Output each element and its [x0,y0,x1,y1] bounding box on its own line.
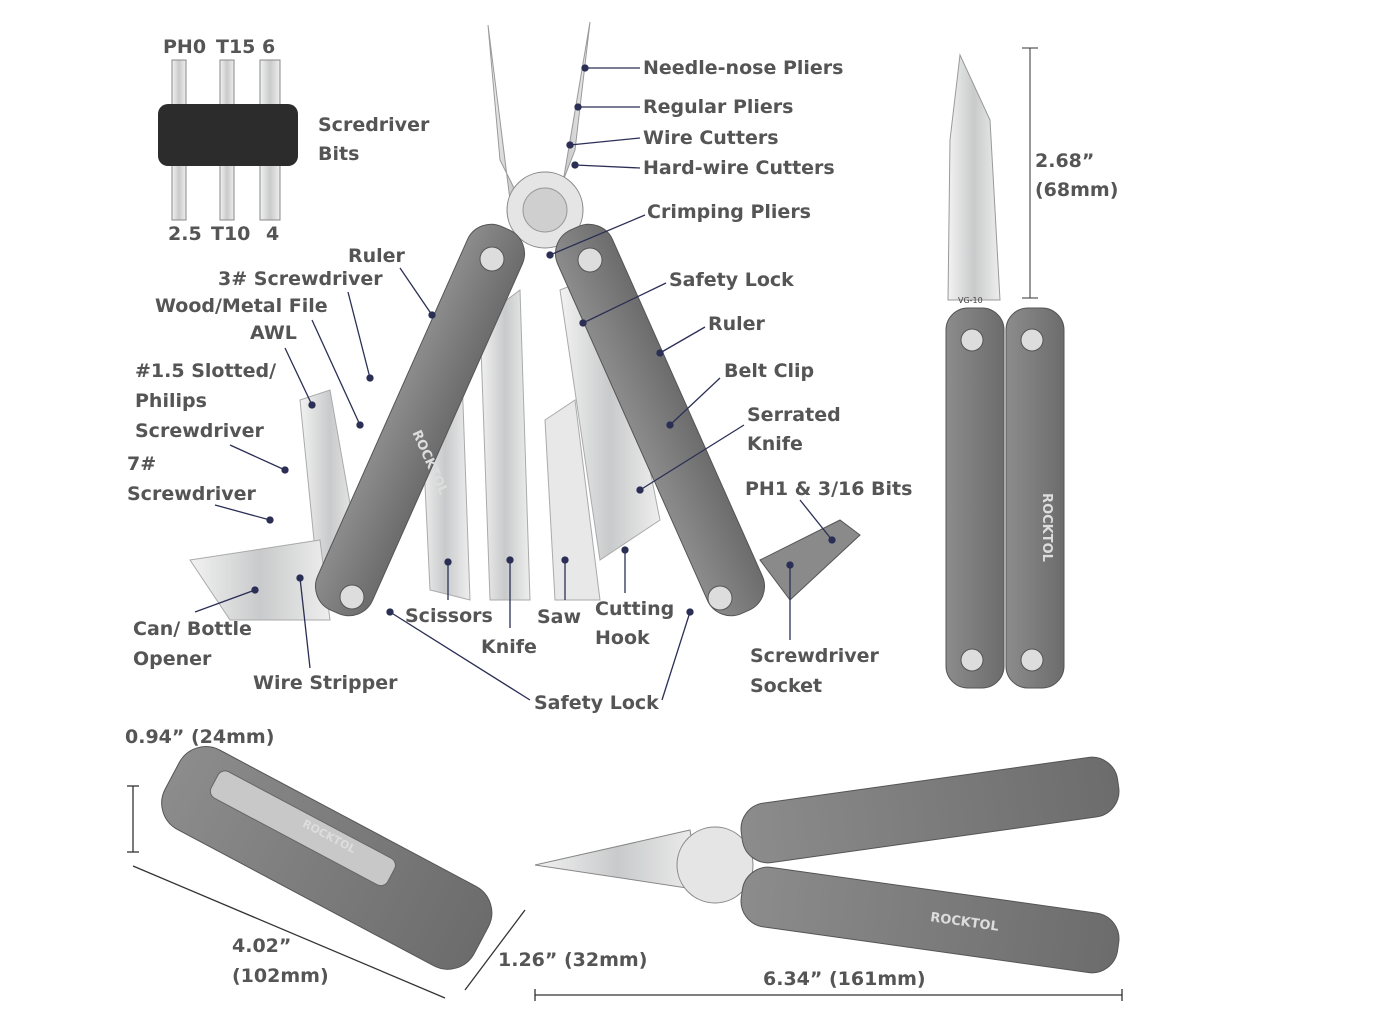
bit-label-t10: T10 [211,223,251,245]
callout-slotted-philips-3: Screwdriver [135,420,264,442]
callout-crimping-pliers: Crimping Pliers [647,201,811,223]
callout-serrated-knife-2: Knife [747,433,803,455]
bits-label-2: Bits [318,143,360,165]
callout-7-screwdriver: 7# [127,453,157,475]
callout-ruler-right: Ruler [708,313,765,335]
callout-ruler-left: Ruler [348,245,405,267]
callout-safety-lock-right: Safety Lock [669,269,794,291]
callout-knife: Knife [481,636,537,658]
callout-wood-metal-file: Wood/Metal File [155,295,328,317]
callout-safety-lock-bottom: Safety Lock [534,692,659,714]
callout-saw: Saw [537,606,582,628]
bit-label-2-5: 2.5 [168,223,202,245]
open-tool-flat-image [534,756,1120,974]
dimension-lines [127,785,1123,1001]
callout-cutting-hook-2: Hook [595,627,650,649]
closed-tool-side-image [161,746,493,970]
callout-hard-wire-cutters: Hard-wire Cutters [643,157,835,179]
blade-mark: VG-10 [958,296,983,305]
callout-can-opener: Can/ Bottle [133,618,252,640]
callout-awl: AWL [250,322,297,344]
leader-lines [194,64,836,701]
callout-3-screwdriver: 3# Screwdriver [218,268,383,290]
callout-screwdriver-socket: Screwdriver [750,645,879,667]
main-tool-image [189,21,861,621]
brand-logo-closed: ROCKTOL [1038,493,1054,562]
bit-label-6: 6 [262,36,276,58]
callout-screwdriver-socket-2: Socket [750,675,823,697]
dimension-closed-length-in: 4.02” [232,935,292,957]
callout-wire-cutters: Wire Cutters [643,127,779,149]
dimension-closed-length-mm: (102mm) [232,965,329,987]
bit-label-t15: T15 [216,36,256,58]
callout-7-screwdriver-2: Screwdriver [127,483,256,505]
callout-can-opener-2: Opener [133,648,212,670]
dimension-width: 1.26” (32mm) [498,949,648,971]
bit-label-4: 4 [266,223,280,245]
dimension-blade-mm: (68mm) [1035,179,1119,201]
bit-label-ph0: PH0 [163,36,207,58]
dimension-open-length: 6.34” (161mm) [763,968,926,990]
callout-slotted-philips-2: Philips [135,390,207,412]
callout-needle-nose-pliers: Needle-nose Pliers [643,57,844,79]
callout-scissors: Scissors [405,605,493,627]
bits-label: Scredriver [318,114,430,136]
dimension-blade-in: 2.68” [1035,150,1095,172]
callout-serrated-knife: Serrated [747,404,841,426]
callout-belt-clip: Belt Clip [724,360,815,382]
callout-wire-stripper: Wire Stripper [253,672,398,694]
callout-regular-pliers: Regular Pliers [643,96,794,118]
dimension-thickness: 0.94” (24mm) [125,726,275,748]
callout-ph1-bits: PH1 & 3/16 Bits [745,478,913,500]
closed-tool-knife-image [945,47,1065,689]
callout-cutting-hook: Cutting [595,598,675,620]
callout-slotted-philips: #1.5 Slotted/ [135,360,277,382]
screwdriver-bits-image [158,59,298,221]
